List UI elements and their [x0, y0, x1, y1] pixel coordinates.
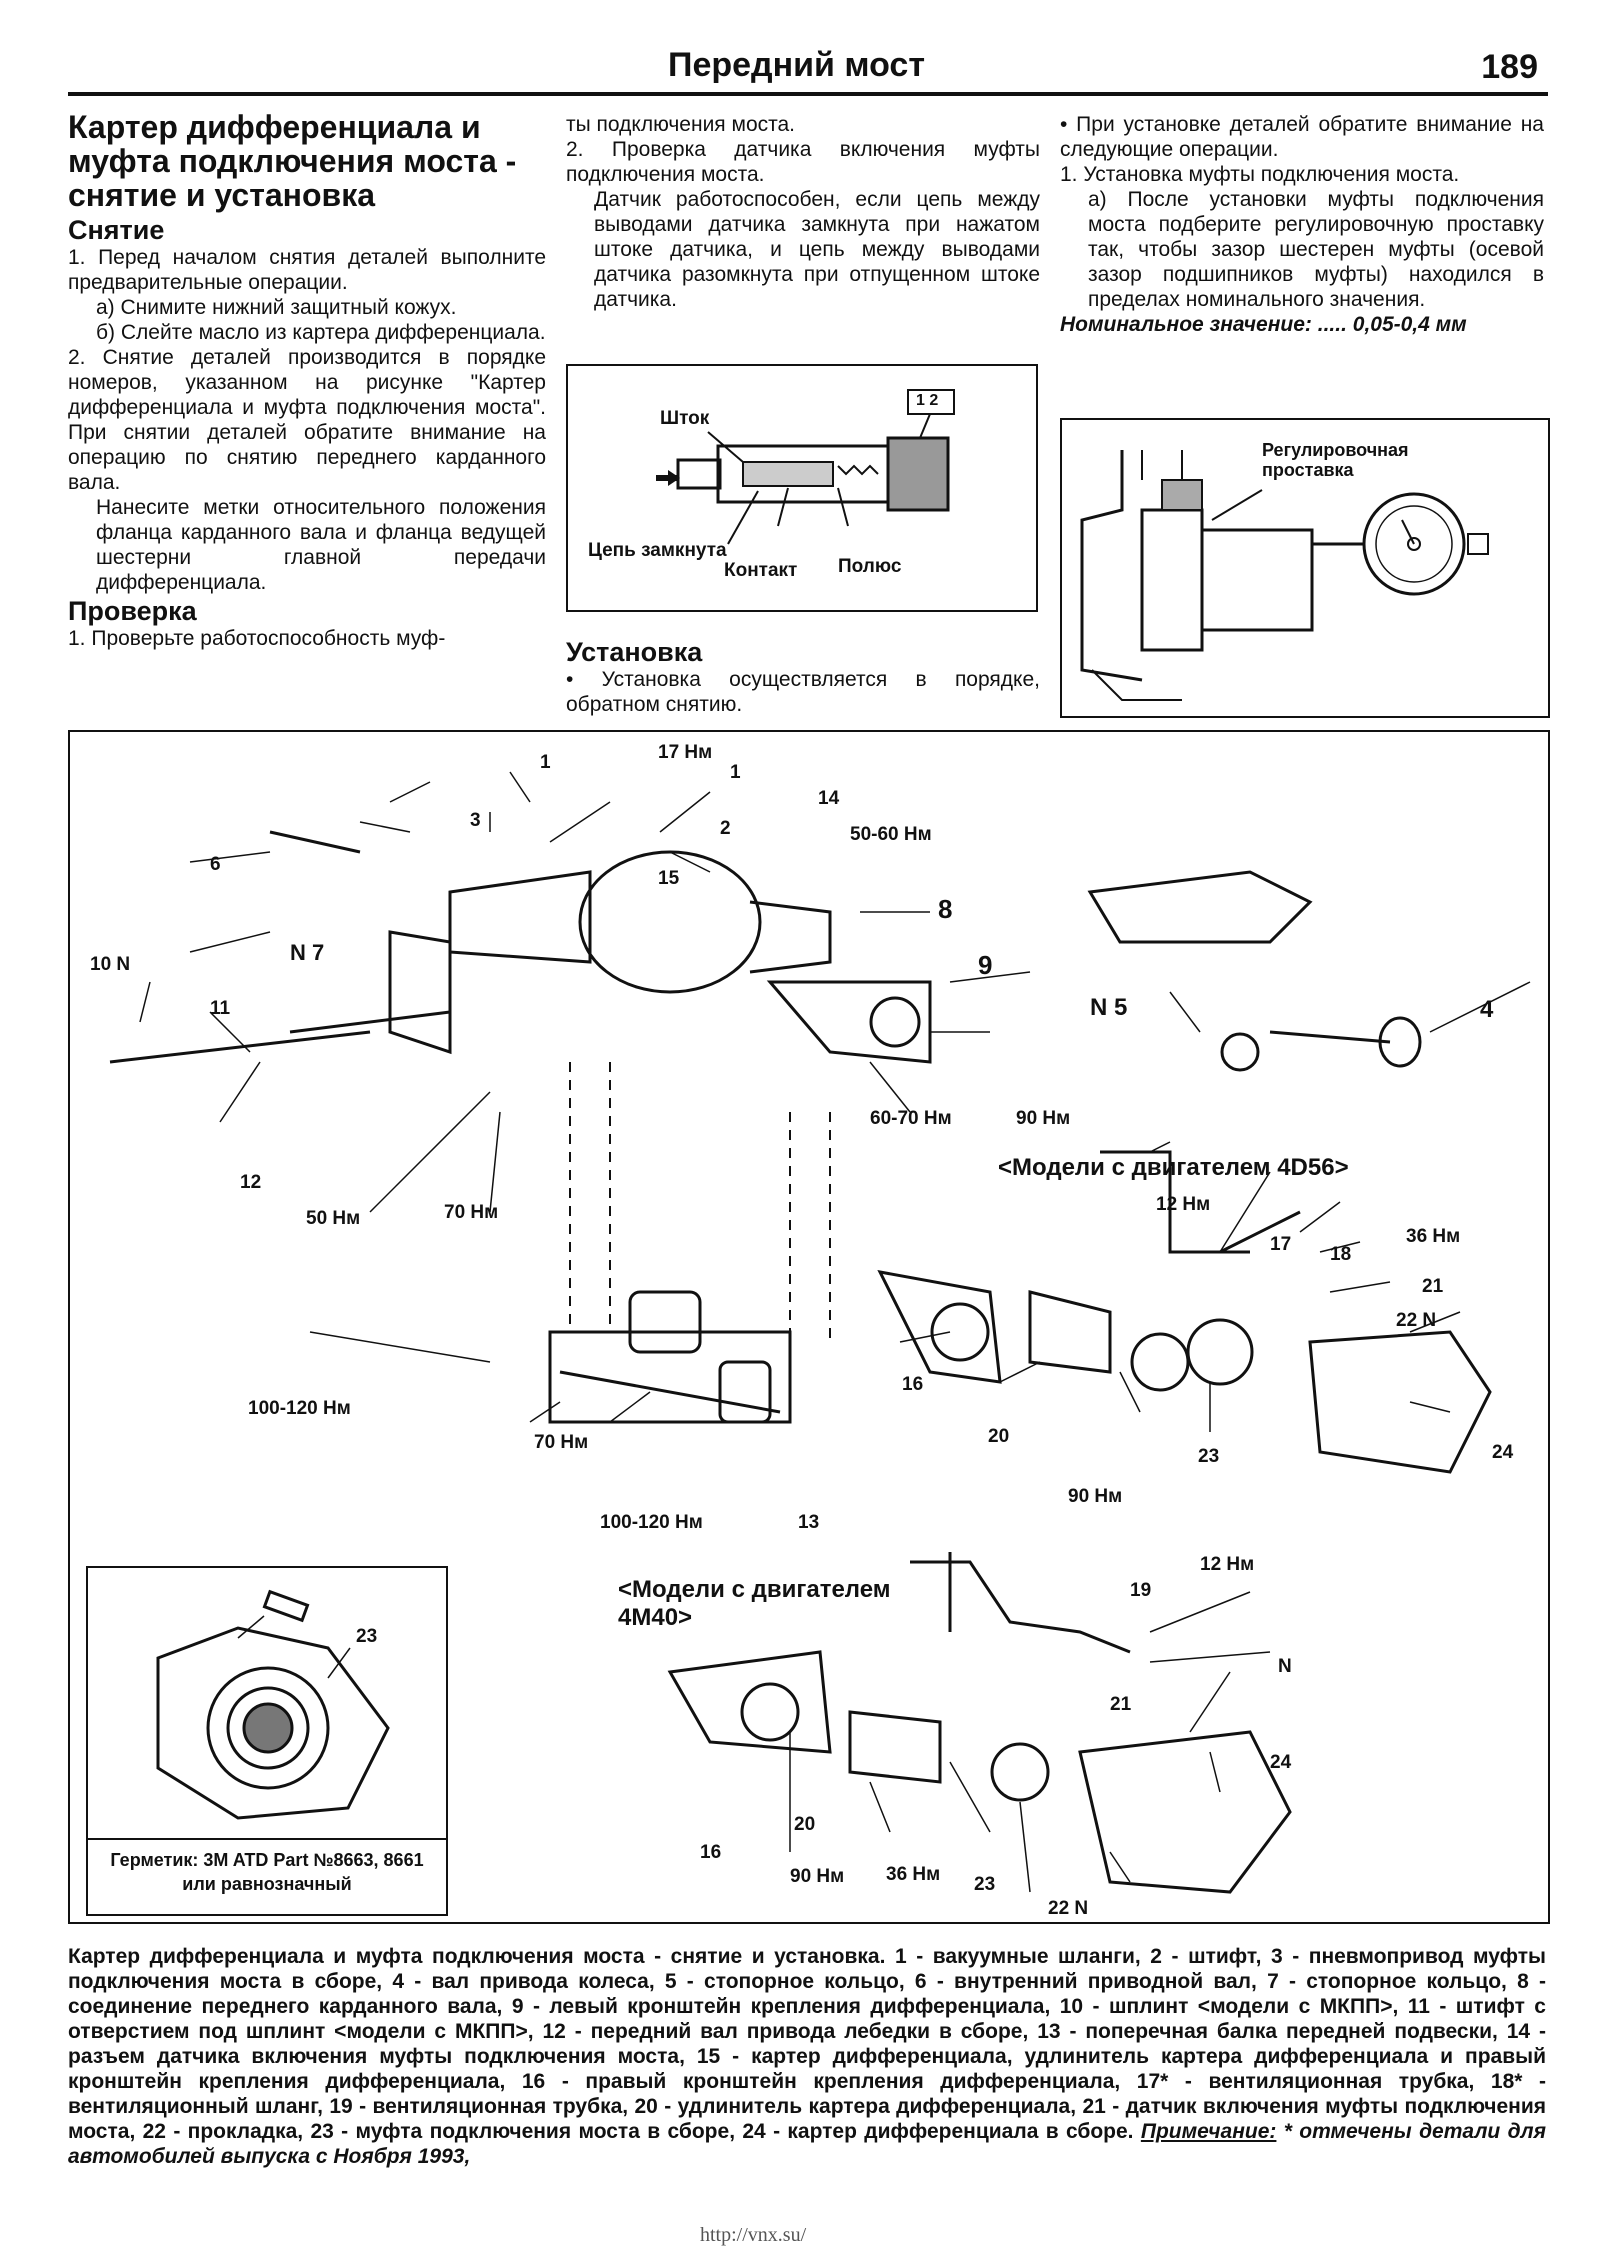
part-10: 10 N	[90, 954, 131, 975]
check-step-1-cont: ты подключения моста.	[566, 113, 796, 136]
page-header: Передний мост 189	[68, 40, 1548, 100]
footer-url: http://vnx.su/	[700, 2224, 807, 2246]
gauge-figure: Регулировочная проставка	[1060, 418, 1550, 718]
part-1b: 1	[730, 762, 741, 783]
part-18: 18	[1330, 1244, 1352, 1265]
torque-90-a: 90 Нм	[1016, 1108, 1071, 1129]
caption-text: Картер дифференциала и муфта подключения…	[68, 1945, 1546, 2143]
sensor-figure: Шток Цепь замкнута Контакт Полюс 1 2	[566, 364, 1038, 612]
check-sensor-text: Датчик работоспособен, если цепь между в…	[594, 188, 1040, 311]
install-heading: Установка	[566, 637, 703, 667]
column-1: Картер дифференциала и муфта подключения…	[68, 110, 546, 651]
torque-36-b: 36 Нм	[886, 1864, 941, 1885]
part-12: 12	[240, 1172, 262, 1193]
part-1a: 1	[540, 752, 551, 773]
inset-divider	[88, 1838, 446, 1840]
check-step-2: 2. Проверка датчика включения муфты подк…	[566, 138, 1040, 186]
part-8: 8	[938, 894, 953, 924]
column-3: • При установке деталей обратите внимани…	[1060, 112, 1544, 337]
coupling-drawing	[156, 1589, 390, 1820]
removal-step-1a: а) Снимите нижний защитный кожух.	[96, 296, 457, 319]
torque-100-120-b: 100-120 Нм	[600, 1512, 703, 1533]
article-title: Картер дифференциала и муфта подключения…	[68, 109, 517, 213]
sensor-rod-label: Шток	[660, 408, 710, 429]
part-n-marker: N	[1278, 1656, 1292, 1677]
removal-heading: Снятие	[68, 215, 165, 245]
part-20a: 20	[988, 1426, 1010, 1447]
shim-label: Регулировочная проставка	[1262, 440, 1409, 480]
sensor-drawing	[656, 389, 955, 545]
part-4: 4	[1480, 996, 1494, 1023]
part-11: 11	[210, 998, 231, 1019]
torque-70-a: 70 Нм	[444, 1202, 499, 1223]
removal-marks: Нанесите метки относительного положения …	[96, 496, 546, 594]
figure-caption: Картер дифференциала и муфта подключения…	[68, 1944, 1546, 2169]
removal-step-2: 2. Снятие деталей производится в порядке…	[68, 346, 546, 494]
torque-60-70: 60-70 Нм	[870, 1108, 952, 1129]
part-20b: 20	[794, 1814, 816, 1835]
part-15: 15	[658, 868, 680, 889]
install-block: Установка • Установка осуществляется в п…	[566, 636, 1040, 717]
caption-note-label: Примечание:	[1140, 2120, 1277, 2143]
check-step-1: 1. Проверьте работоспособность муф-	[68, 627, 446, 650]
part-5: N 5	[1090, 994, 1128, 1021]
part-21b: 21	[1110, 1694, 1132, 1715]
part-2: 2	[720, 818, 731, 839]
part-23b: 23	[974, 1874, 996, 1895]
part-16b: 16	[700, 1842, 722, 1863]
sensor-connector-pins: 1 2	[916, 392, 939, 409]
removal-step-1: 1. Перед началом снятия деталей выполнит…	[68, 246, 546, 294]
torque-17: 17 Нм	[658, 742, 713, 763]
torque-70-b: 70 Нм	[534, 1432, 589, 1453]
exploded-view-drawing	[109, 771, 1531, 1894]
model-4d56-caption: <Модели с двигателем 4D56>	[998, 1154, 1349, 1181]
part-23a: 23	[1198, 1446, 1220, 1467]
sensor-pole-label: Полюс	[838, 556, 902, 577]
main-figure: 1 1 2 3 4 N 5 6 N 7 8 9 10 N 11 12 13 14…	[68, 730, 1550, 1924]
check-heading: Проверка	[68, 596, 197, 626]
section-title: Передний мост	[668, 46, 925, 84]
part-22a: 22 N	[1396, 1310, 1437, 1331]
install-step-1a: а) После установки муфты подключения мос…	[1088, 188, 1544, 311]
torque-90-c: 90 Нм	[790, 1866, 845, 1887]
nominal-value: Номинальное значение: ..... 0,05-0,4 мм	[1060, 313, 1467, 336]
install-text: • Установка осуществляется в порядке, об…	[566, 668, 1040, 716]
torque-100-120-a: 100-120 Нм	[248, 1398, 351, 1419]
column-2: ты подключения моста. 2. Проверка датчик…	[566, 112, 1040, 312]
part-13: 13	[798, 1512, 820, 1533]
install-step-1: 1. Установка муфты подключения моста.	[1060, 163, 1460, 186]
part-7: N 7	[290, 940, 325, 965]
torque-12-b: 12 Нм	[1200, 1554, 1255, 1575]
part-9: 9	[978, 950, 993, 980]
part-16a: 16	[902, 1374, 924, 1395]
removal-step-1b: б) Слейте масло из картера дифференциала…	[96, 321, 546, 344]
torque-90-b: 90 Нм	[1068, 1486, 1123, 1507]
inset-figure: 23 Герметик: 3M ATD Part №8663, 8661 или…	[86, 1566, 448, 1916]
gauge-drawing	[1080, 450, 1489, 701]
part-14: 14	[818, 788, 840, 809]
part-19: 19	[1130, 1580, 1152, 1601]
header-rule	[68, 92, 1548, 96]
sensor-contact-label: Контакт	[724, 560, 798, 581]
part-21a: 21	[1422, 1276, 1444, 1297]
install-note: • При установке деталей обратите внимани…	[1060, 113, 1544, 161]
part-3: 3	[470, 810, 481, 831]
model-4m40-caption: <Модели с двигателем 4M40>	[618, 1576, 891, 1631]
torque-36-a: 36 Нм	[1406, 1226, 1461, 1247]
caption-note-text: * отмечены детали для автомобилей выпуск…	[68, 2120, 1546, 2168]
part-24a: 24	[1492, 1442, 1514, 1463]
torque-50: 50 Нм	[306, 1208, 361, 1229]
sensor-circuit-label: Цепь замкнута	[588, 540, 727, 561]
page-number: 189	[1481, 48, 1538, 86]
torque-50-60: 50-60 Нм	[850, 824, 932, 845]
part-22b: 22 N	[1048, 1898, 1089, 1919]
part-6: 6	[210, 854, 221, 875]
torque-12-a: 12 Нм	[1156, 1194, 1211, 1215]
inset-part-23: 23	[356, 1626, 378, 1647]
sealant-note: Герметик: 3M ATD Part №8663, 8661 или ра…	[110, 1850, 424, 1894]
part-17: 17	[1270, 1234, 1292, 1255]
part-24b: 24	[1270, 1752, 1292, 1773]
